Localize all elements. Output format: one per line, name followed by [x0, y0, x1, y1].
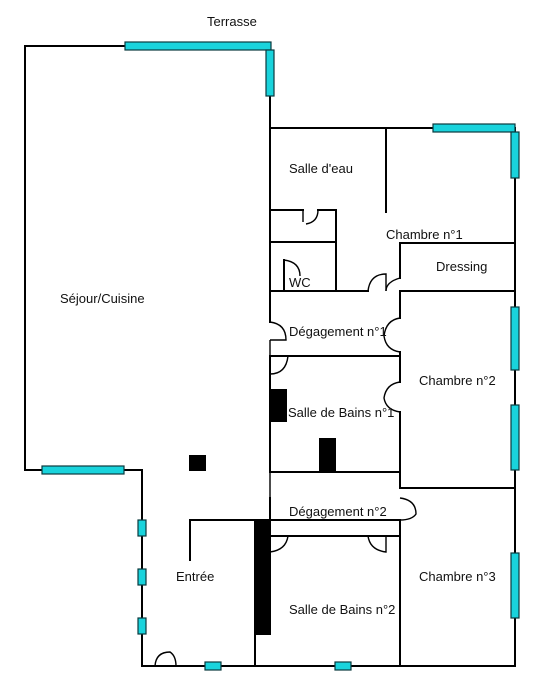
pillar-living [189, 455, 206, 471]
window-top-right [432, 123, 516, 133]
window-right-chambre1 [510, 131, 520, 179]
pillars [189, 389, 336, 635]
window-right-chambre3 [510, 552, 520, 619]
window-right-chambre2b [510, 404, 520, 471]
label-degagement-1: Dégagement n°1 [289, 324, 387, 339]
label-salle-bains-2: Salle de Bains n°2 [289, 602, 396, 617]
label-salle-eau: Salle d'eau [289, 161, 353, 176]
label-sejour-cuisine: Séjour/Cuisine [60, 291, 145, 306]
window-bottom-entree [204, 661, 222, 671]
label-salle-bains-1: Salle de Bains n°1 [288, 405, 395, 420]
window-entree-3 [137, 617, 147, 635]
interior-walls [189, 127, 516, 667]
label-chambre-2: Chambre n°2 [419, 373, 496, 388]
window-right-chambre2a [510, 306, 520, 371]
label-degagement-2: Dégagement n°2 [289, 504, 387, 519]
doors [154, 209, 417, 667]
label-dressing: Dressing [436, 259, 488, 274]
window-bottom-sdb2 [334, 661, 352, 671]
window-top-living [124, 41, 272, 51]
window-left-bottom [41, 465, 125, 475]
label-chambre-1: Chambre n°1 [386, 227, 463, 242]
pillar-sdb1-left [270, 389, 287, 422]
pillar-sdb1-bottom [319, 438, 336, 472]
label-chambre-3: Chambre n°3 [419, 569, 496, 584]
window-entree-1 [137, 519, 147, 537]
label-wc: WC [289, 275, 311, 290]
window-top-corner [265, 49, 275, 97]
windows [41, 41, 520, 671]
window-entree-2 [137, 568, 147, 586]
label-entree: Entrée [176, 569, 215, 584]
wall-block-entree [255, 520, 271, 635]
label-terrasse: Terrasse [207, 14, 257, 29]
